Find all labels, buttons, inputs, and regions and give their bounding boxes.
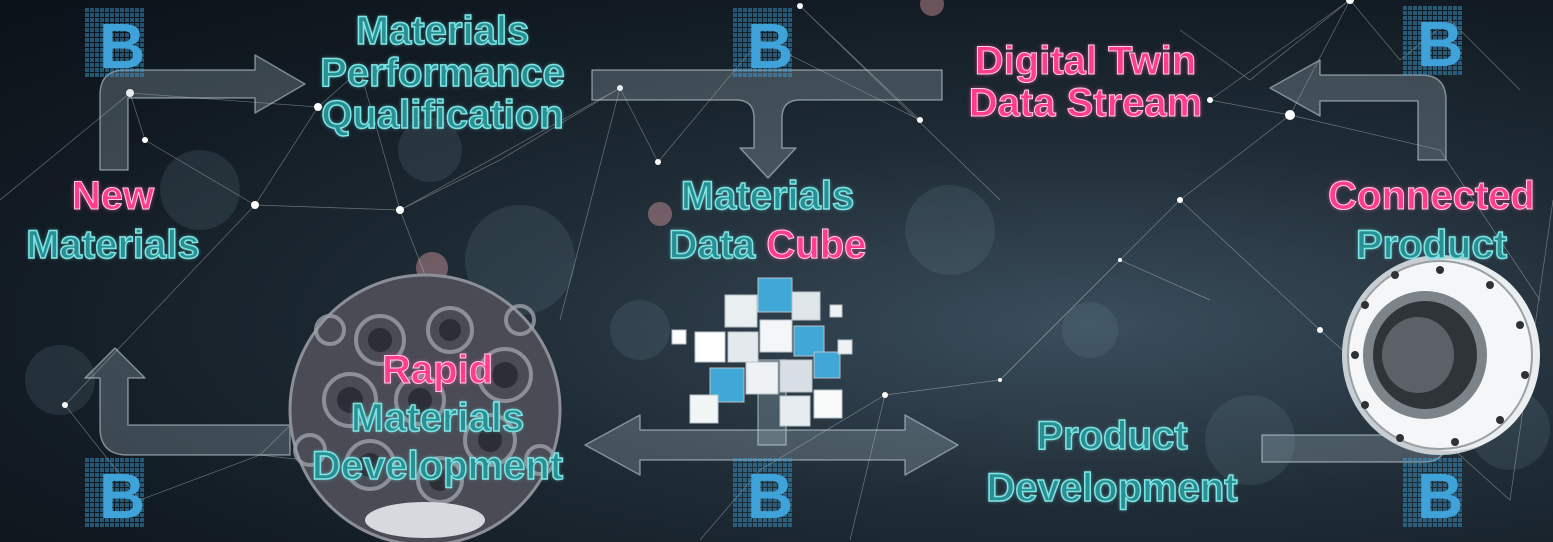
- lattice-sphere-image: [288, 273, 562, 542]
- svg-text:B: B: [747, 460, 793, 532]
- label-digital-twin-data-stream: Digital Twin Data Stream: [968, 39, 1203, 125]
- blockchain-logo-icon: B: [1403, 6, 1463, 80]
- label-new-materials: New Materials: [26, 174, 201, 268]
- label-materials-data-cube: Materials Data Cube: [668, 173, 867, 267]
- blockchain-logo-icon: B: [85, 8, 145, 82]
- label-product-development: Product Development: [986, 413, 1239, 511]
- label-materials-performance-qualification: Materials Performance Qualification: [319, 9, 565, 137]
- svg-text:B: B: [99, 10, 145, 82]
- svg-text:B: B: [747, 10, 793, 82]
- blockchain-logo-icon: B: [85, 458, 145, 532]
- arrow-qualification-to-cube: [591, 69, 943, 179]
- svg-text:B: B: [99, 460, 145, 532]
- bearing-image: [1342, 255, 1540, 455]
- svg-text:B: B: [1417, 460, 1463, 532]
- label-rapid-materials-development: Rapid Materials Development: [311, 348, 564, 489]
- data-cube-image: [671, 277, 853, 427]
- blockchain-logo-icon: B: [733, 8, 793, 82]
- blockchain-logo-icon: B: [733, 458, 793, 532]
- svg-text:B: B: [1417, 8, 1463, 80]
- blockchain-logo-icon: B: [1403, 458, 1463, 532]
- label-connected-product: Connected Product: [1328, 174, 1536, 268]
- arrow-rapid-to-new: [84, 347, 291, 456]
